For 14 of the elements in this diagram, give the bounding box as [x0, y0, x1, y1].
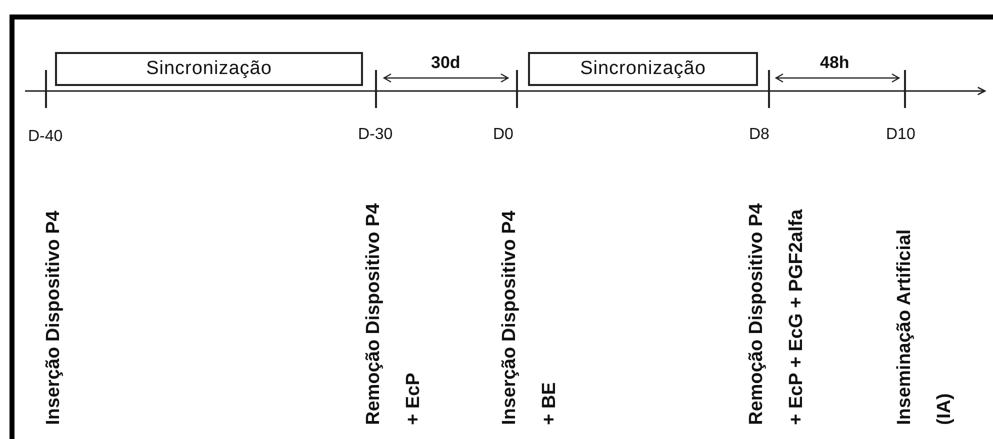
event-label: Inserção Dispositivo P4: [42, 210, 65, 425]
day-label: D10: [886, 126, 916, 144]
event-label: Remoção Dispositivo P4 + EcP: [362, 202, 425, 425]
phase-box: Sincronização: [528, 52, 758, 86]
duration-label: 30d: [431, 53, 460, 73]
day-label: D-40: [28, 128, 63, 146]
day-label: D8: [749, 126, 770, 144]
event-label: Inseminação Artificial (IA): [893, 228, 956, 425]
duration-label: 48h: [820, 53, 850, 73]
phase-box: Sincronização: [55, 52, 363, 86]
day-label: D0: [493, 126, 514, 144]
event-label: Remoção Dispositivo P4 + EcP + EcG + PGF2alfa: [745, 202, 808, 425]
event-label: Inserção Dispositivo P4 + BE: [498, 210, 561, 425]
day-label: D-30: [358, 126, 393, 144]
